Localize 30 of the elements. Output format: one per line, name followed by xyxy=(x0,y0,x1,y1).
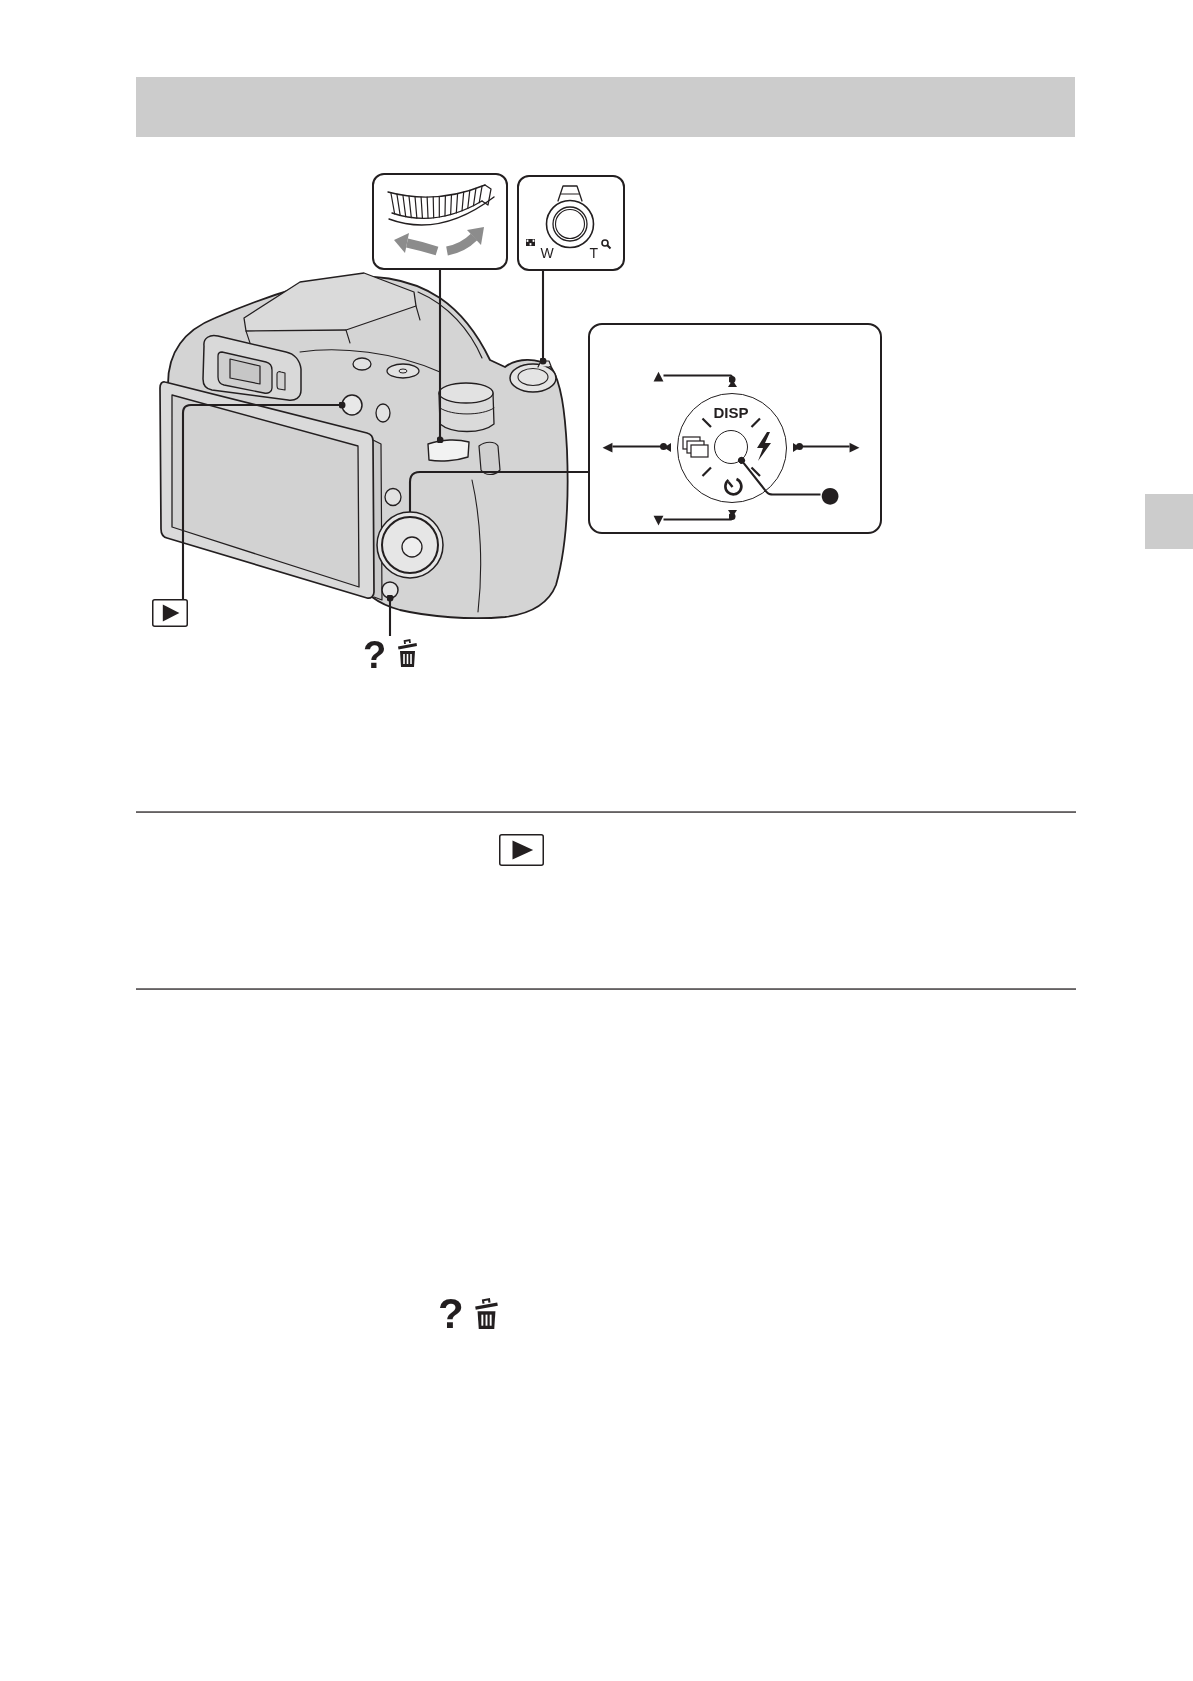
control-wheel xyxy=(376,511,444,579)
triangle-icon xyxy=(792,442,800,452)
dial-inset xyxy=(372,173,508,270)
right-symbol: ▶ xyxy=(849,440,860,453)
help-delete-button xyxy=(381,581,399,599)
leader-line xyxy=(386,594,394,636)
leader-line xyxy=(436,270,444,444)
leader-line xyxy=(408,470,588,512)
leader-line xyxy=(612,443,667,450)
down-symbol: ▼ xyxy=(653,513,664,526)
wide-label: W xyxy=(540,245,554,260)
leader-line xyxy=(796,443,850,450)
question-mark: ? xyxy=(438,1292,464,1335)
left-symbol: ◀ xyxy=(602,440,613,453)
triangle-icon xyxy=(727,509,737,517)
center-symbol: ● xyxy=(820,483,840,506)
tele-label: T xyxy=(589,245,599,260)
leader-line xyxy=(663,374,736,383)
question-mark: ? xyxy=(363,636,387,674)
zoom-lever xyxy=(509,360,557,393)
control-wheel-inset xyxy=(588,323,882,534)
leader-line xyxy=(738,456,821,496)
disp-label: DISP xyxy=(713,405,749,420)
leader-line xyxy=(181,401,346,599)
zoom-lever-inset xyxy=(517,175,625,271)
playback-icon xyxy=(152,599,188,627)
leader-line xyxy=(539,271,547,365)
leader-line xyxy=(663,513,736,521)
playback-button xyxy=(341,394,363,416)
up-symbol: ▲ xyxy=(653,369,664,382)
